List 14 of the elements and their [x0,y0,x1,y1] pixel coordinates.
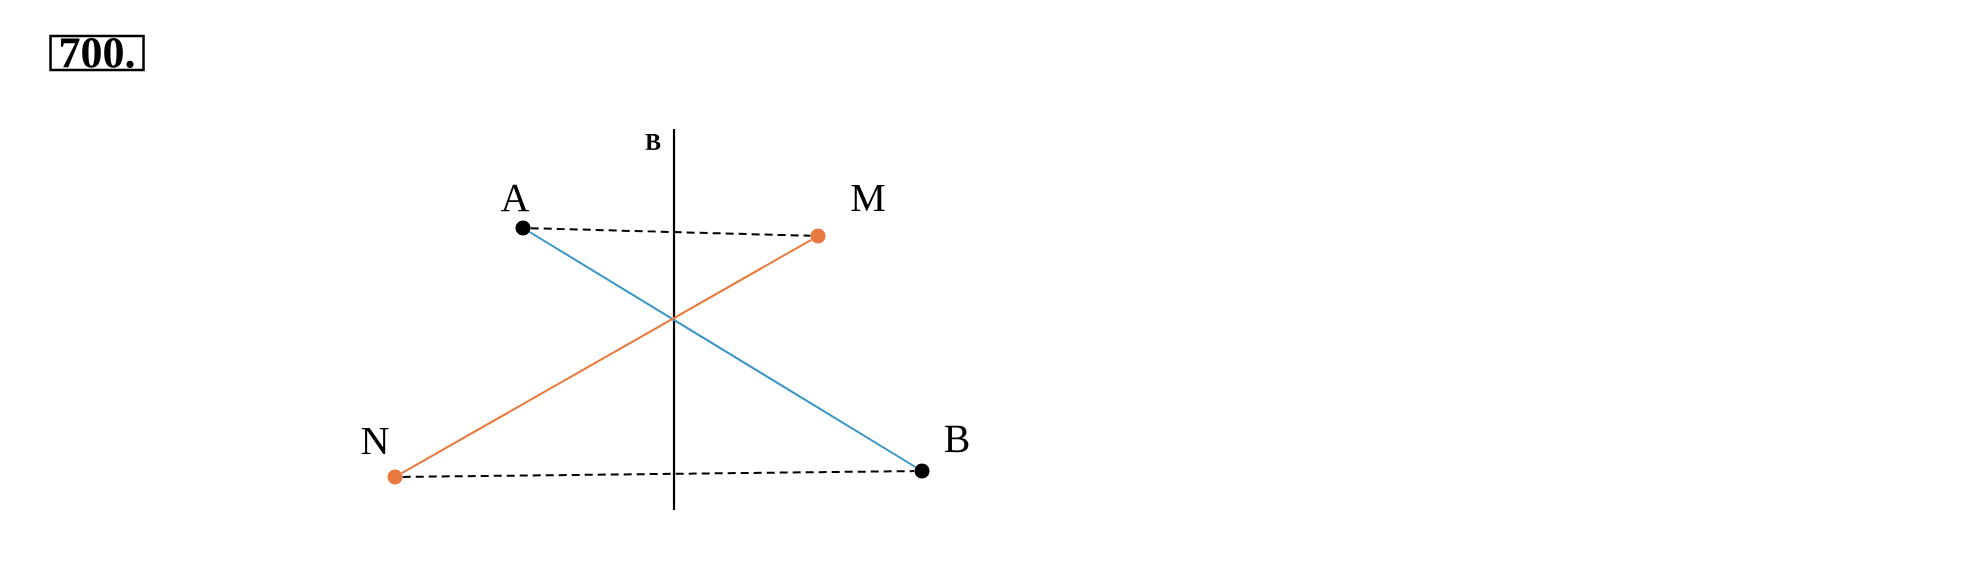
point: A [500,184,531,236]
node-label: A [500,184,530,212]
point: B [914,425,969,479]
point: N [361,427,403,485]
node-label: M [851,184,885,212]
line-segment [400,238,813,475]
number-box: 700. [49,34,145,72]
node-label: N [361,427,389,455]
node-label: B [944,425,969,453]
line-label: B [645,134,661,150]
line-segment [528,231,917,468]
point: M [810,184,885,244]
line-segment [529,227,812,237]
line-segment [401,470,916,478]
